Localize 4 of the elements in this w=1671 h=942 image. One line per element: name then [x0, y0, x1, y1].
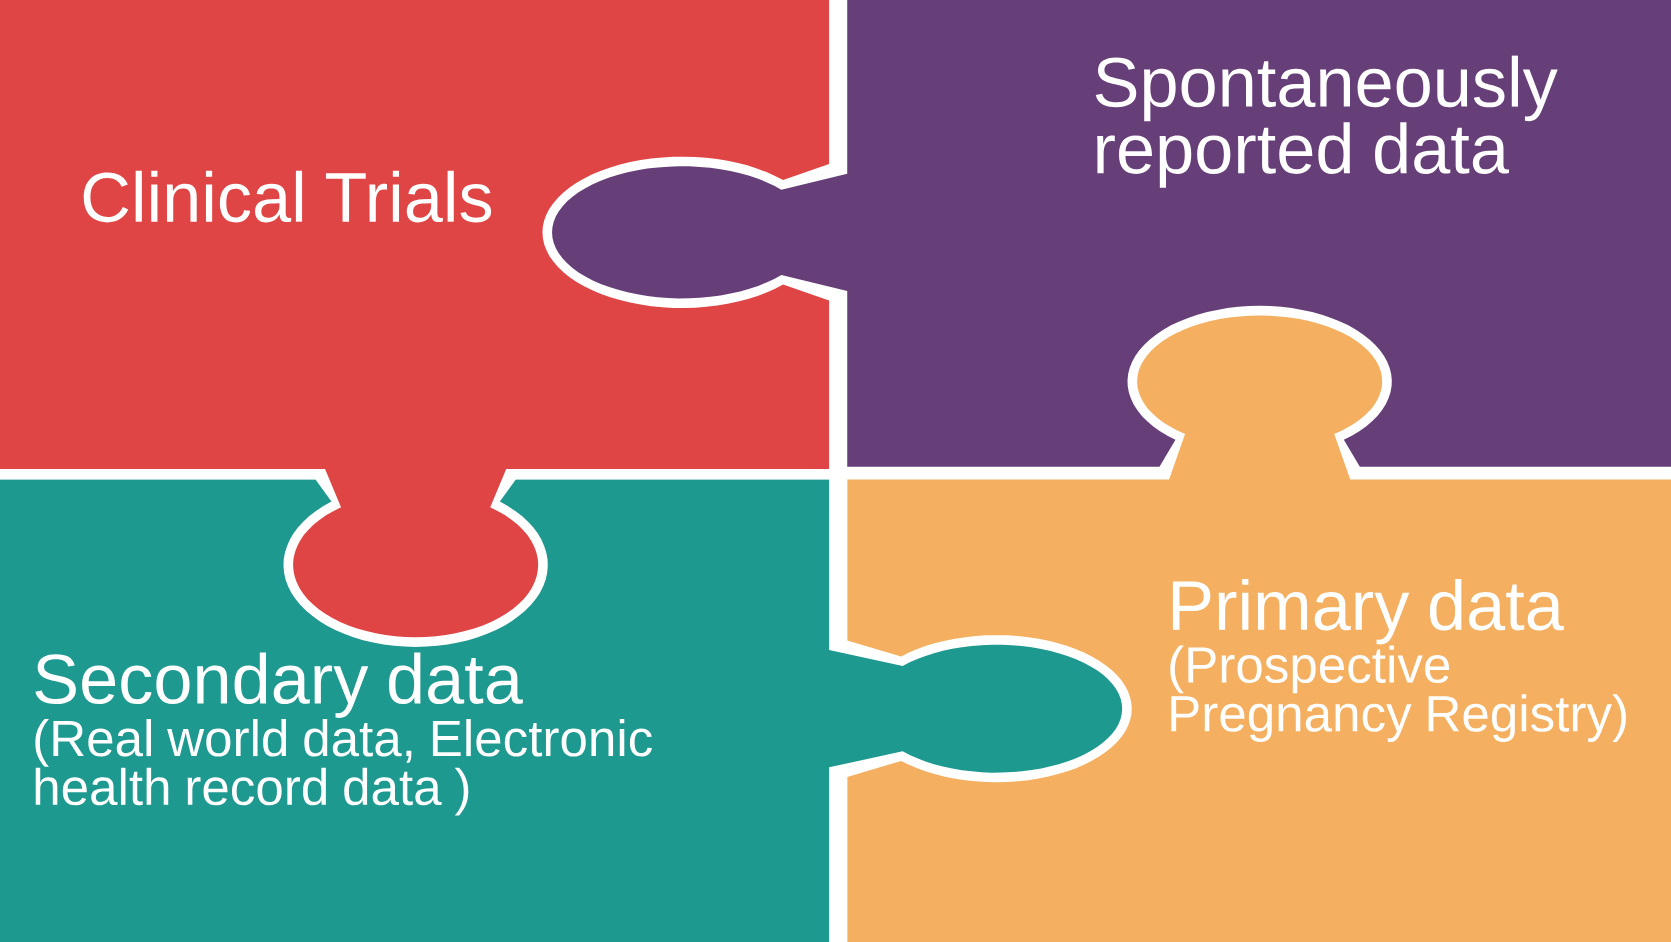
puzzle-piece: Clinical Trials — [0, 0, 830, 638]
puzzle-piece: Primary data (Prospective Pregnancy Registry) — [847, 315, 1671, 942]
puzzle-piece: Spontaneously reported data — [552, 0, 1671, 467]
puzzle-piece: Secondary data (Real world data, Electronic health record data ) — [0, 479, 1123, 942]
